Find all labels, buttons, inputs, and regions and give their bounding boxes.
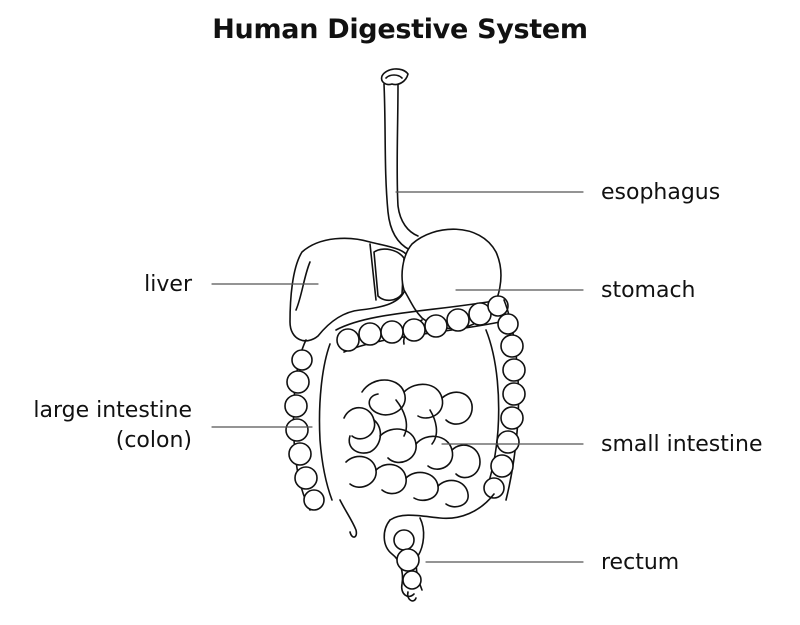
pharynx-drawing — [380, 68, 409, 86]
label-stomach: stomach — [601, 278, 696, 303]
label-rectum: rectum — [601, 550, 680, 575]
label-esophagus: esophagus — [601, 180, 721, 205]
label-large-intestine: large intestine — [33, 398, 192, 423]
esophagus-drawing — [383, 83, 419, 251]
diagram-title: Human Digestive System — [212, 14, 588, 45]
label-colon: (colon) — [115, 428, 192, 453]
label-liver: liver — [144, 272, 192, 297]
label-small-intestine: small intestine — [601, 432, 763, 457]
gallbladder-drawing — [373, 248, 405, 302]
colon-drawing — [284, 295, 526, 538]
small-intestine-drawing — [343, 379, 481, 508]
rectum-drawing — [383, 517, 425, 602]
